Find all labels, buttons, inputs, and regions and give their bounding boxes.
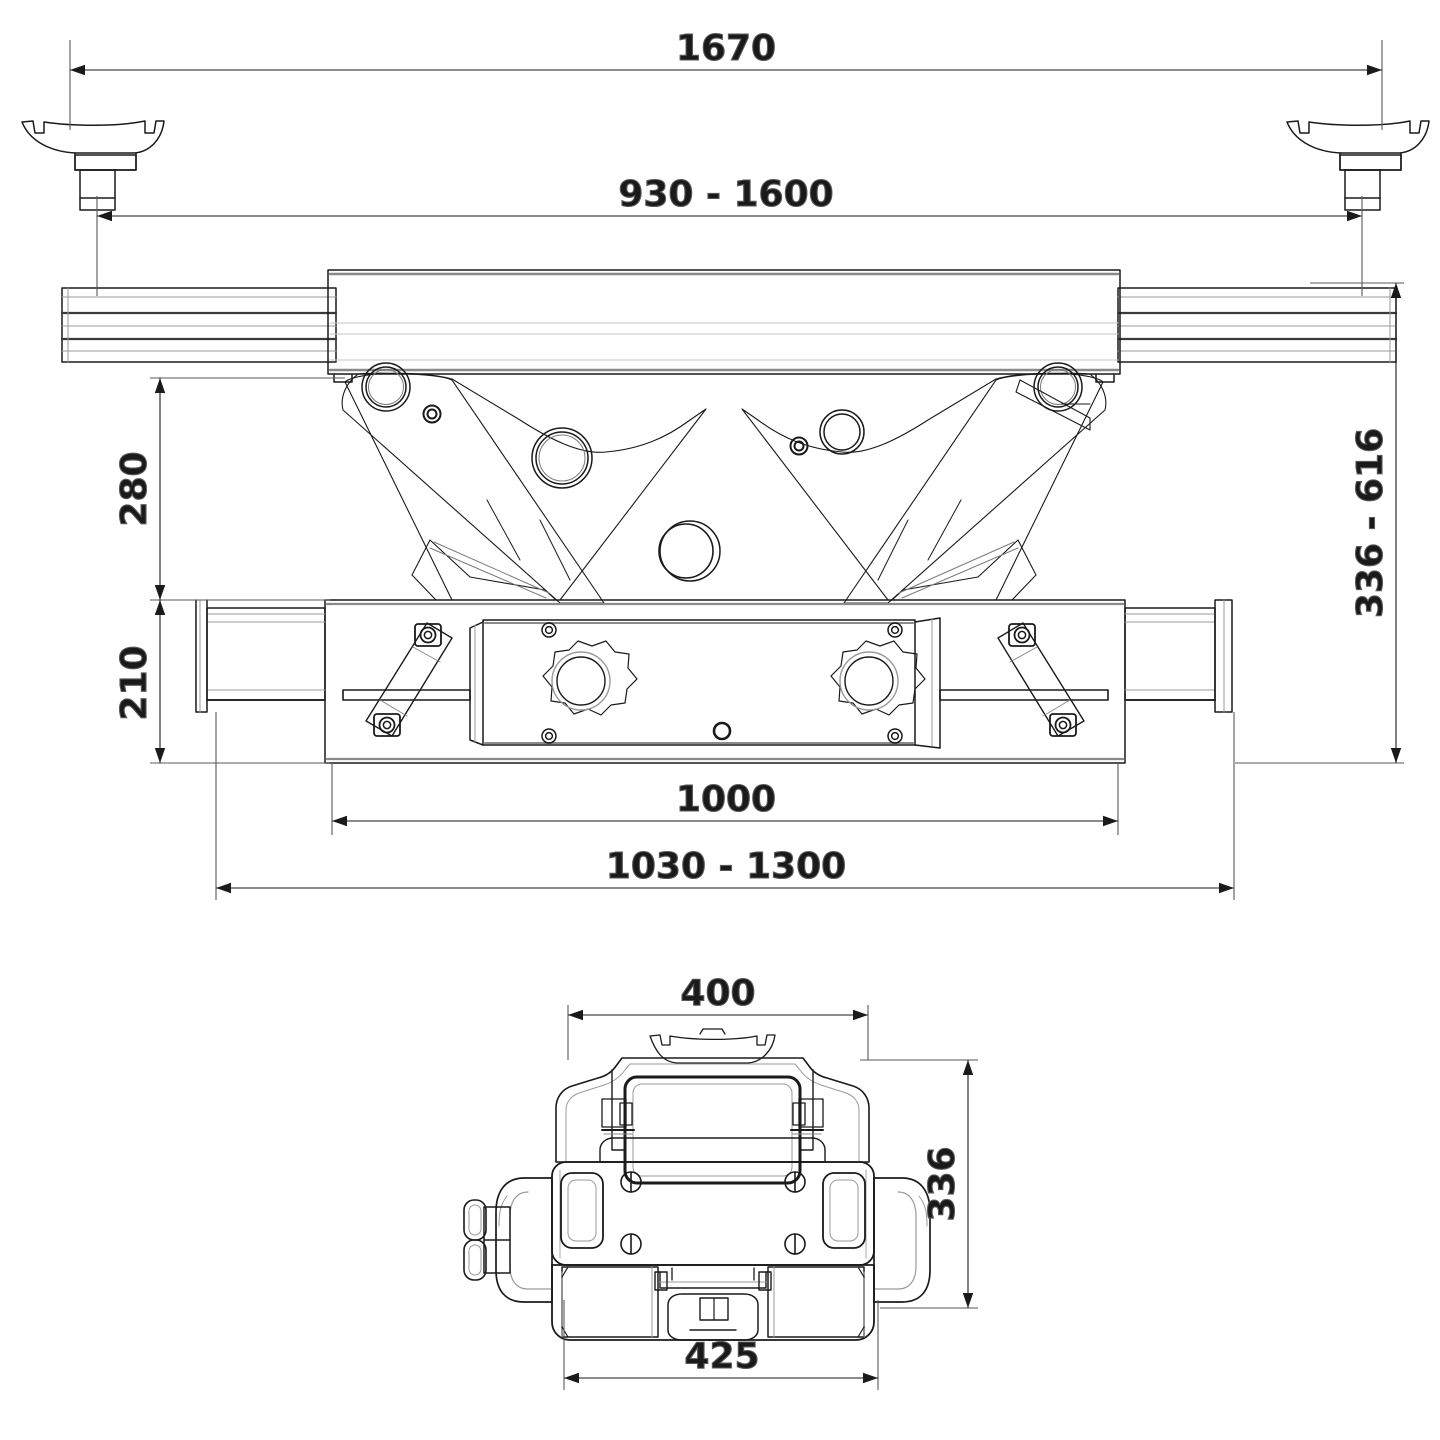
machine-geometry bbox=[21, 120, 1430, 1341]
slot-screw bbox=[784, 1171, 806, 1193]
guide-shoe-left bbox=[601, 1098, 635, 1135]
pivot-boss-upper-right bbox=[1033, 362, 1083, 412]
upper-rail-beam bbox=[60, 269, 1398, 383]
dim-base-width-range: 1030 - 1300 bbox=[215, 712, 1235, 900]
dim-label-upper-gap: 280 bbox=[114, 451, 155, 526]
diagonal-link-right bbox=[997, 622, 1085, 737]
dim-upper-gap: 280 bbox=[113, 377, 345, 601]
guide-shoe-right bbox=[790, 1098, 824, 1135]
slot-screw bbox=[620, 1233, 642, 1255]
dim-label-pad-span: 930 - 1600 bbox=[618, 174, 833, 215]
side-handle-left bbox=[463, 1177, 553, 1303]
panel-screw bbox=[887, 622, 903, 638]
pivot-boss-upper-left bbox=[361, 362, 411, 412]
dim-label-side-height: 336 bbox=[922, 1146, 963, 1221]
pivot-boss-mid-left bbox=[531, 427, 593, 489]
panel-screw bbox=[887, 728, 903, 744]
dim-label-side-base-width: 425 bbox=[684, 1336, 759, 1377]
dim-label-base-body-width: 1000 bbox=[676, 779, 776, 820]
dim-label-side-width: 400 bbox=[680, 973, 755, 1014]
slot-screw bbox=[620, 1171, 642, 1193]
scissor-linkage bbox=[341, 362, 1107, 604]
adjustment-knob-left[interactable] bbox=[542, 640, 638, 716]
end-view bbox=[463, 1028, 931, 1341]
dim-height-range: 336 - 616 bbox=[1235, 282, 1404, 764]
side-handle-right bbox=[873, 1177, 931, 1303]
dim-label-base-height: 210 bbox=[114, 645, 155, 720]
bolt-hole-left bbox=[422, 404, 442, 424]
dim-pad-span: 930 - 1600 bbox=[96, 173, 1363, 296]
dim-label-height-range: 336 - 616 bbox=[1350, 428, 1391, 618]
panel-screw bbox=[541, 622, 557, 638]
dimension-annotations: 1670 930 - 1600 280 210 336 - 616 bbox=[69, 27, 1404, 1390]
dim-overall-width: 1670 bbox=[69, 27, 1383, 130]
adjustment-knob-right[interactable] bbox=[830, 640, 926, 716]
dim-side-height: 336 bbox=[860, 1059, 978, 1309]
dim-side-width: 400 bbox=[567, 972, 869, 1060]
bolt-hole-right bbox=[789, 436, 809, 456]
panel-screw bbox=[541, 728, 557, 744]
dim-base-body-width: 1000 bbox=[331, 763, 1119, 835]
saddle-pad-left bbox=[21, 120, 165, 211]
saddle-pad-right bbox=[1286, 120, 1430, 211]
dim-side-base-width: 425 bbox=[563, 1300, 879, 1390]
dim-label-overall-width: 1670 bbox=[676, 28, 776, 69]
pivot-boss-mid-right bbox=[819, 409, 865, 455]
dim-label-base-width-range: 1030 - 1300 bbox=[606, 846, 846, 887]
slot-screw bbox=[784, 1233, 806, 1255]
outer-link-right bbox=[1015, 379, 1091, 431]
diagonal-link-left bbox=[365, 622, 453, 737]
base-frame bbox=[195, 599, 1233, 764]
dim-base-height: 210 bbox=[113, 600, 330, 764]
